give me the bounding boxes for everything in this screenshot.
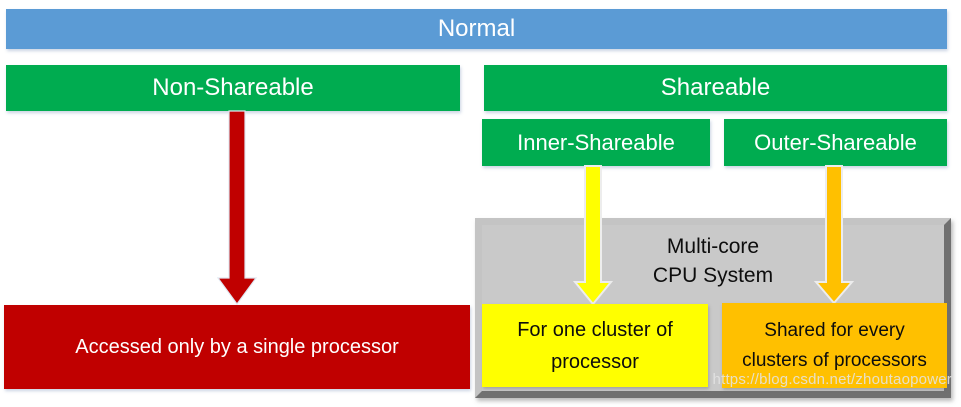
watermark: https://blog.csdn.net/zhoutaopower bbox=[712, 371, 952, 388]
cpu-system-title-line1: Multi-core bbox=[666, 235, 760, 258]
node-shareable-label: Shareable bbox=[660, 74, 771, 101]
node-outer-shareable: Outer-Shareable bbox=[724, 119, 947, 166]
node-non-shareable: Non-Shareable bbox=[6, 65, 460, 111]
cpu-system-title: Multi-core CPU System bbox=[482, 233, 944, 291]
result-inner-shareable-label: For one cluster of processor bbox=[517, 318, 673, 373]
cpu-system-title-line2: CPU System bbox=[652, 263, 774, 287]
result-outer-shareable: Shared for every clusters of processors bbox=[722, 303, 947, 388]
result-non-shareable-label: Accessed only by a single processor bbox=[75, 336, 399, 358]
arrow-non-shareable-down bbox=[216, 110, 258, 306]
result-inner-shareable: For one cluster of processor bbox=[482, 304, 708, 387]
node-inner-shareable: Inner-Shareable bbox=[482, 119, 710, 166]
result-non-shareable: Accessed only by a single processor bbox=[4, 305, 470, 389]
node-normal-label: Normal bbox=[437, 15, 516, 42]
node-normal: Normal bbox=[6, 9, 947, 49]
node-shareable: Shareable bbox=[484, 65, 947, 111]
node-inner-shareable-label: Inner-Shareable bbox=[517, 129, 675, 155]
node-non-shareable-label: Non-Shareable bbox=[152, 74, 314, 101]
result-outer-shareable-label: Shared for every clusters of processors bbox=[742, 320, 927, 371]
node-outer-shareable-label: Outer-Shareable bbox=[754, 129, 917, 155]
